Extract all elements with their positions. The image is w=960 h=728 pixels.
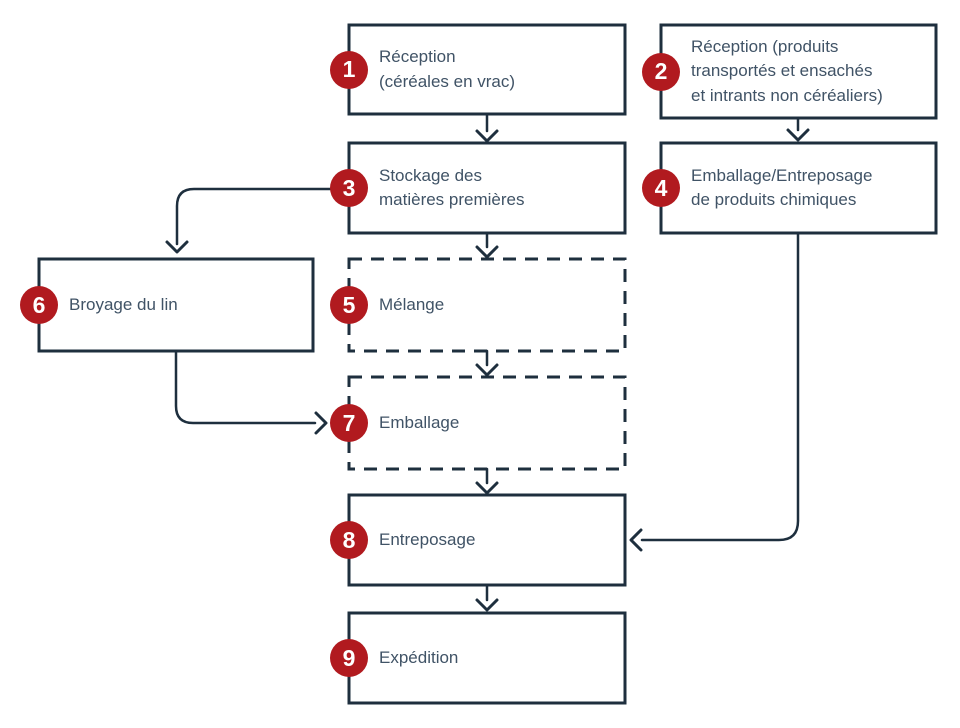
arrowhead-down-icon bbox=[786, 128, 810, 142]
arrow-3-to-6 bbox=[175, 187, 351, 246]
step-number-badge: 3 bbox=[330, 169, 368, 207]
arrowhead-down-icon bbox=[475, 598, 499, 612]
box-stockage-matieres-premieres: 3 Stockage des matières premières bbox=[330, 143, 625, 233]
box-entreposage: 8 Entreposage bbox=[330, 495, 625, 585]
step-label: Réception (produits transportés et ensac… bbox=[691, 37, 883, 105]
arrowhead-down-icon bbox=[475, 129, 499, 143]
step-number-badge: 5 bbox=[330, 286, 368, 324]
arrowhead-down-icon bbox=[475, 245, 499, 259]
arrowhead-right-icon bbox=[314, 411, 328, 435]
step-label: Emballage/Entreposage de produits chimiq… bbox=[691, 165, 873, 209]
arrow-4-to-8 bbox=[640, 231, 800, 542]
step-number-badge: 2 bbox=[642, 52, 680, 91]
flow-arrows bbox=[165, 112, 810, 612]
step-label: Entreposage bbox=[379, 529, 476, 549]
box-broyage-du-lin: 6 Broyage du lin bbox=[20, 259, 313, 351]
step-number-badge: 9 bbox=[330, 639, 368, 677]
step-number-badge: 6 bbox=[20, 286, 58, 324]
arrowhead-down-icon bbox=[475, 481, 499, 495]
step-number-badge: 1 bbox=[330, 50, 368, 89]
arrow-6-to-7 bbox=[174, 349, 317, 425]
box-expedition: 9 Expédition bbox=[330, 613, 625, 703]
box-emballage-entreposage-chimiques: 4 Emballage/Entreposage de produits chim… bbox=[642, 143, 936, 233]
step-label: Expédition bbox=[379, 647, 459, 667]
step-number-badge: 4 bbox=[642, 169, 680, 207]
box-reception-produits-ensaches: 2 Réception (produits transportés et ens… bbox=[642, 25, 936, 118]
step-label: Emballage bbox=[379, 412, 460, 432]
step-label: Mélange bbox=[379, 294, 445, 314]
arrowhead-down-icon bbox=[475, 363, 499, 377]
step-label: Stockage des matières premières bbox=[379, 165, 525, 209]
step-number-badge: 8 bbox=[330, 521, 368, 559]
step-label: Réception (céréales en vrac) bbox=[379, 47, 516, 91]
box-emballage: 7 Emballage bbox=[330, 377, 625, 469]
step-label: Broyage du lin bbox=[69, 294, 178, 314]
arrowhead-left-icon bbox=[629, 528, 643, 552]
box-reception-cereales-vrac: 1 Réception (céréales en vrac) bbox=[330, 25, 625, 114]
box-melange: 5 Mélange bbox=[330, 259, 625, 351]
step-number-badge: 7 bbox=[330, 404, 368, 442]
arrowhead-down-icon bbox=[165, 240, 189, 254]
